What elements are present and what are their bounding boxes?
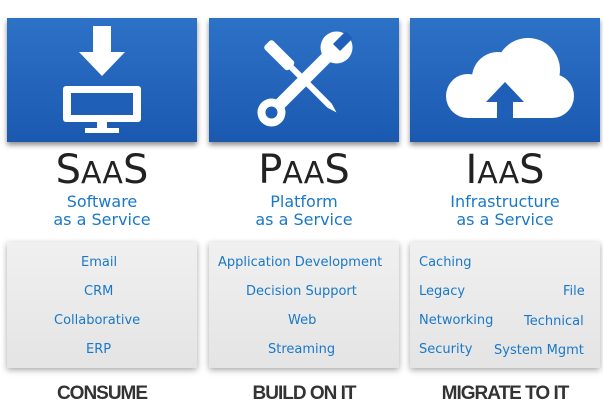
paas-column: PAAS Platform as a Service Application D… bbox=[209, 0, 399, 420]
list-item: Technical bbox=[524, 314, 584, 329]
iaas-subtitle: Infrastructure as a Service bbox=[450, 192, 560, 229]
list-item: System Mgmt bbox=[494, 343, 584, 358]
list-item: File bbox=[563, 284, 585, 299]
list-item: Security bbox=[419, 342, 473, 357]
paas-tile bbox=[209, 18, 399, 142]
list-item: Decision Support bbox=[246, 284, 357, 299]
wrench-screwdriver-icon bbox=[257, 31, 353, 127]
saas-abbreviation: SAAS bbox=[55, 147, 149, 193]
list-item: Collaborative bbox=[54, 313, 141, 328]
paas-abbreviation: PAAS bbox=[258, 147, 350, 193]
list-item: Streaming bbox=[268, 342, 336, 357]
list-item: CRM bbox=[84, 284, 114, 299]
cloud-upload-icon bbox=[446, 38, 574, 118]
iaas-tile bbox=[410, 18, 600, 142]
paas-items-box: Application Development Decision Support… bbox=[209, 242, 399, 368]
list-item: Web bbox=[288, 313, 317, 328]
list-item: Networking bbox=[419, 313, 494, 328]
list-item: Caching bbox=[419, 255, 472, 270]
iaas-items-box: Caching Legacy File Networking Technical… bbox=[410, 242, 600, 368]
iaas-abbreviation: IAAS bbox=[465, 147, 545, 193]
list-item: Email bbox=[81, 255, 118, 270]
iaas-action-label: MIGRATE TO IT bbox=[441, 383, 570, 404]
list-item: Application Development bbox=[218, 255, 383, 270]
paas-subtitle: Platform as a Service bbox=[255, 192, 353, 229]
list-item: Legacy bbox=[419, 284, 466, 299]
saas-tile bbox=[7, 18, 197, 142]
saas-subtitle: Software as a Service bbox=[53, 192, 151, 229]
paas-action-label: BUILD ON IT bbox=[252, 383, 357, 404]
saas-action-label: CONSUME bbox=[56, 383, 148, 404]
saas-items-box: Email CRM Collaborative ERP bbox=[7, 242, 197, 368]
iaas-column: IAAS Infrastructure as a Service Caching… bbox=[410, 0, 600, 420]
list-item: ERP bbox=[86, 342, 112, 357]
download-monitor-icon bbox=[63, 26, 141, 133]
saas-column: SAAS Software as a Service Email CRM Col… bbox=[7, 0, 197, 420]
